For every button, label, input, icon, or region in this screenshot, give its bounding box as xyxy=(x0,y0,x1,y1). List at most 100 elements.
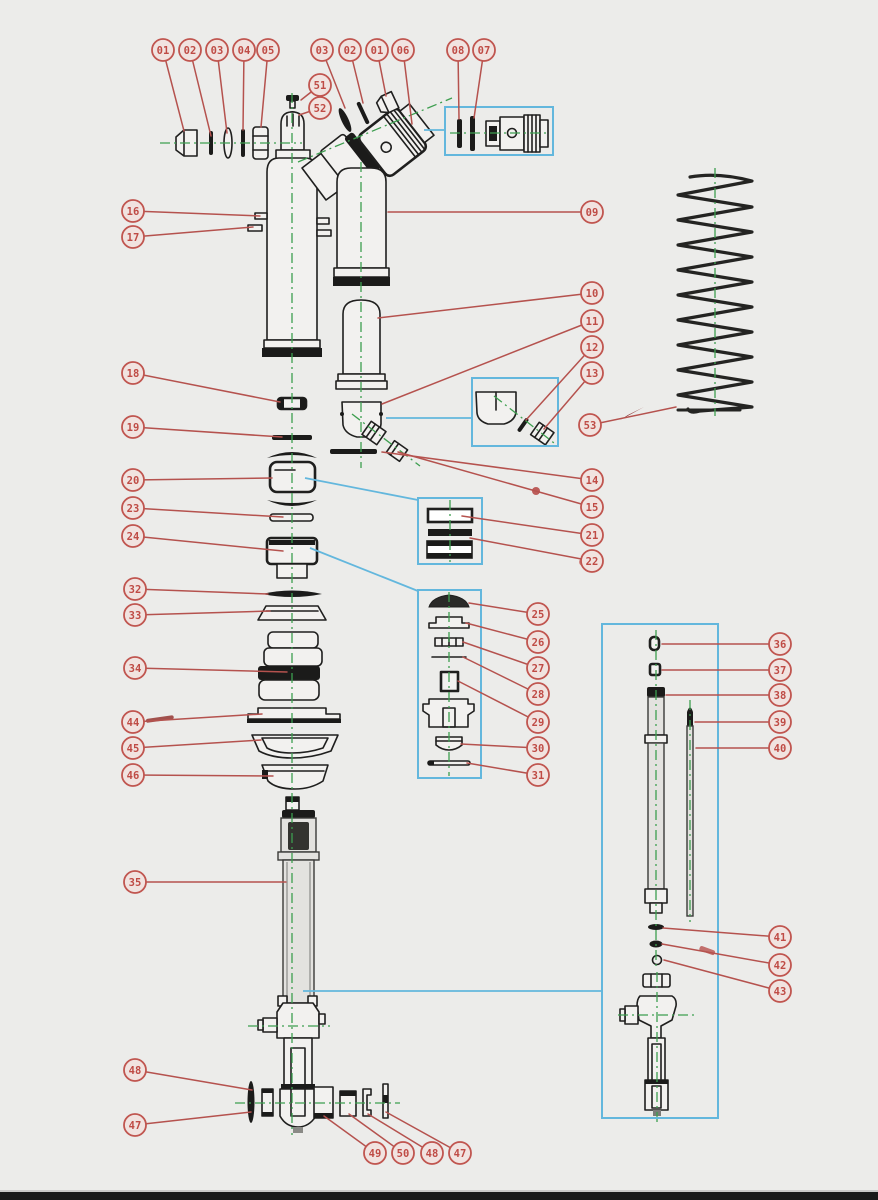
leader-line-03-2 xyxy=(216,49,228,134)
callout-circle xyxy=(580,549,604,573)
callout-26-34: 26 xyxy=(526,630,550,654)
callout-circle xyxy=(121,415,145,439)
mount-small-parts xyxy=(247,1081,389,1123)
callout-number: 06 xyxy=(397,45,410,57)
callout-circle xyxy=(768,683,792,707)
callout-14-26: 14 xyxy=(580,468,604,492)
callout-07-12: 07 xyxy=(472,38,496,62)
callout-number: 48 xyxy=(426,1148,439,1160)
callout-circle xyxy=(578,413,602,437)
callout-circle xyxy=(121,524,145,548)
callout-circle xyxy=(580,335,604,359)
leader-line-44-40 xyxy=(132,713,263,723)
callout-20-23: 20 xyxy=(121,468,145,492)
callout-circle xyxy=(123,1113,147,1137)
callout-number: 02 xyxy=(184,45,197,57)
callout-number: 23 xyxy=(127,503,140,515)
callout-number: 07 xyxy=(478,45,491,57)
leader-line-21-28 xyxy=(461,515,593,536)
callout-circle xyxy=(768,658,792,682)
callout-circle xyxy=(768,632,792,656)
leader-line-28-36 xyxy=(462,656,539,695)
detail-connector-3 xyxy=(304,477,419,501)
leader-line-16-13 xyxy=(132,210,261,217)
callout-01-0: 01 xyxy=(151,38,175,62)
callout-42-50: 42 xyxy=(768,953,792,977)
callout-number: 27 xyxy=(532,663,545,675)
leader-line-04-3 xyxy=(242,49,245,131)
callout-number: 39 xyxy=(774,717,787,729)
callout-circle xyxy=(121,736,145,760)
callout-03-7: 03 xyxy=(310,38,334,62)
leader-line-30-38 xyxy=(460,743,539,749)
callout-number: 03 xyxy=(211,45,224,57)
callout-47-57: 47 xyxy=(448,1141,472,1165)
leader-line-06-10 xyxy=(402,49,413,125)
callout-circle xyxy=(205,38,229,62)
callout-number: 28 xyxy=(532,689,545,701)
callout-circle xyxy=(472,38,496,62)
callout-circle xyxy=(580,200,604,224)
callout-circle xyxy=(768,925,792,949)
callout-53-20: 53 xyxy=(578,413,602,437)
callout-41-49: 41 xyxy=(768,925,792,949)
leader-line-15-27 xyxy=(397,451,593,508)
callout-number: 11 xyxy=(586,316,599,328)
callout-number: 20 xyxy=(127,475,140,487)
leader-line-29-37 xyxy=(457,680,539,723)
callout-circle xyxy=(391,38,415,62)
callout-circle xyxy=(256,38,280,62)
leader-line-26-34 xyxy=(465,622,539,643)
callout-number: 08 xyxy=(452,45,465,57)
callout-circle xyxy=(121,468,145,492)
callout-11-17: 11 xyxy=(580,309,604,333)
callout-22-29: 22 xyxy=(580,549,604,573)
leader-line-47-57 xyxy=(385,1111,461,1154)
callout-09-15: 09 xyxy=(580,200,604,224)
detail-boxes-layer xyxy=(417,106,719,1119)
callout-number: 12 xyxy=(586,342,599,354)
callout-circle xyxy=(338,38,362,62)
callout-27-35: 27 xyxy=(526,656,550,680)
main-spring xyxy=(676,173,754,414)
leader-line-31-39 xyxy=(466,762,539,776)
callout-number: 40 xyxy=(774,743,787,755)
callout-number: 45 xyxy=(127,743,140,755)
leader-line-45-41 xyxy=(132,739,262,749)
leader-line-24-25 xyxy=(132,535,284,552)
callout-number: 53 xyxy=(584,420,597,432)
callout-number: 02 xyxy=(344,45,357,57)
callout-32-30: 32 xyxy=(123,577,147,601)
callout-number: 21 xyxy=(586,530,599,542)
callout-number: 16 xyxy=(127,206,140,218)
callout-circle xyxy=(420,1141,444,1165)
callout-02-8: 02 xyxy=(338,38,362,62)
leader-line-46-42 xyxy=(132,774,274,777)
callout-35-48: 35 xyxy=(123,870,147,894)
callout-48-56: 48 xyxy=(420,1141,444,1165)
callout-33-31: 33 xyxy=(123,603,147,627)
callout-circle xyxy=(526,710,550,734)
callout-52-6: 52 xyxy=(308,96,332,120)
leader-line-42-50 xyxy=(661,943,781,966)
callout-circle xyxy=(123,656,147,680)
callout-circle xyxy=(123,577,147,601)
callout-circle xyxy=(580,361,604,385)
seal-head-stack xyxy=(257,590,327,701)
callout-circle xyxy=(151,38,175,62)
callout-number: 01 xyxy=(371,45,384,57)
callout-number: 01 xyxy=(157,45,170,57)
detail-b-parts xyxy=(475,391,555,446)
callout-18-21: 18 xyxy=(121,361,145,385)
callout-number: 22 xyxy=(586,556,599,568)
callout-circle xyxy=(308,96,332,120)
detail-d-parts xyxy=(422,594,475,766)
callout-17-14: 17 xyxy=(121,225,145,249)
callout-number: 36 xyxy=(774,639,787,651)
callout-47-53: 47 xyxy=(123,1113,147,1137)
callout-number: 35 xyxy=(129,877,142,889)
bump-stop-group xyxy=(247,707,341,790)
